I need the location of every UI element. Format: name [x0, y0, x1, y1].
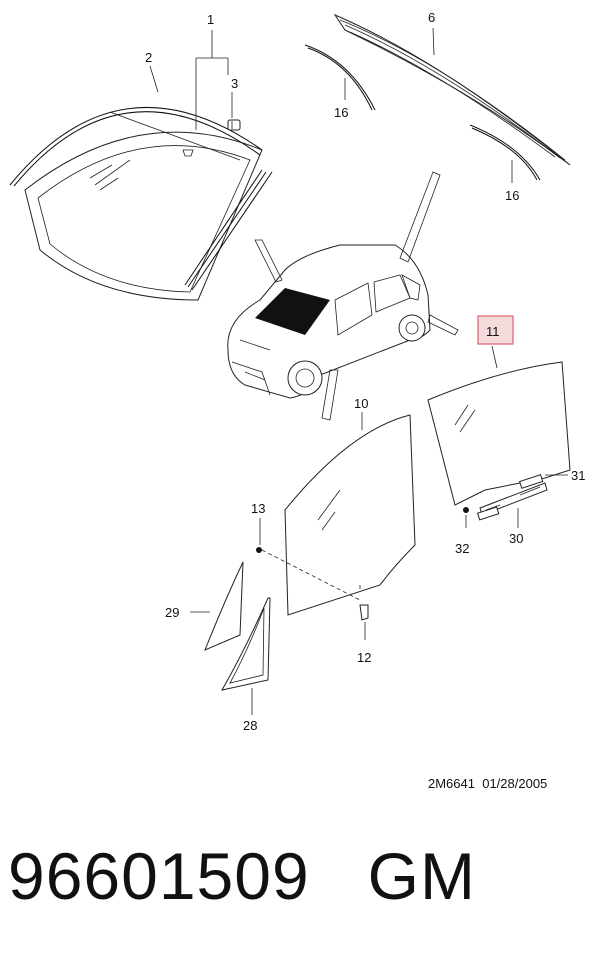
callout-30: 30 — [509, 531, 523, 546]
highlight-box — [477, 315, 514, 345]
drawing-code: 2M6641 — [428, 776, 475, 791]
callout-1: 1 — [207, 12, 214, 27]
callout-29: 29 — [165, 605, 179, 620]
rear-glass-channel — [476, 474, 548, 521]
front-quarter-glass — [204, 561, 244, 651]
drawing-reference: 2M6641 01/28/2005 — [428, 776, 547, 791]
car-overview — [227, 171, 459, 421]
drawing-date: 01/28/2005 — [482, 776, 548, 791]
windshield-molding — [9, 107, 273, 291]
callout-12: 12 — [357, 650, 371, 665]
callout-16-lower: 16 — [505, 188, 519, 203]
callout-6: 6 — [428, 10, 435, 25]
part-number-line: 96601509 GM — [8, 838, 476, 914]
back-glass — [333, 13, 571, 166]
rear-door-glass — [427, 361, 571, 506]
callout-31: 31 — [571, 468, 585, 483]
windshield — [24, 111, 263, 301]
rain-sensor-clip — [227, 119, 241, 131]
front-door-glass — [261, 414, 416, 616]
back-glass-molding-upper — [304, 44, 376, 111]
rear-glass-fastener — [463, 507, 469, 513]
back-glass-molding-lower — [469, 124, 541, 181]
callout-28: 28 — [243, 718, 257, 733]
callout-13: 13 — [251, 501, 265, 516]
leader-lines — [149, 27, 568, 715]
front-glass-bolt — [256, 547, 262, 553]
callout-16-upper: 16 — [334, 105, 348, 120]
brand-label: GM — [367, 839, 476, 913]
callout-10: 10 — [354, 396, 368, 411]
callout-3: 3 — [231, 76, 238, 91]
front-quarter-seal — [221, 597, 271, 691]
callout-32: 32 — [455, 541, 469, 556]
part-number: 96601509 — [8, 839, 310, 913]
front-glass-clip — [359, 604, 369, 621]
callout-2: 2 — [145, 50, 152, 65]
callout-11: 11 — [486, 324, 500, 339]
